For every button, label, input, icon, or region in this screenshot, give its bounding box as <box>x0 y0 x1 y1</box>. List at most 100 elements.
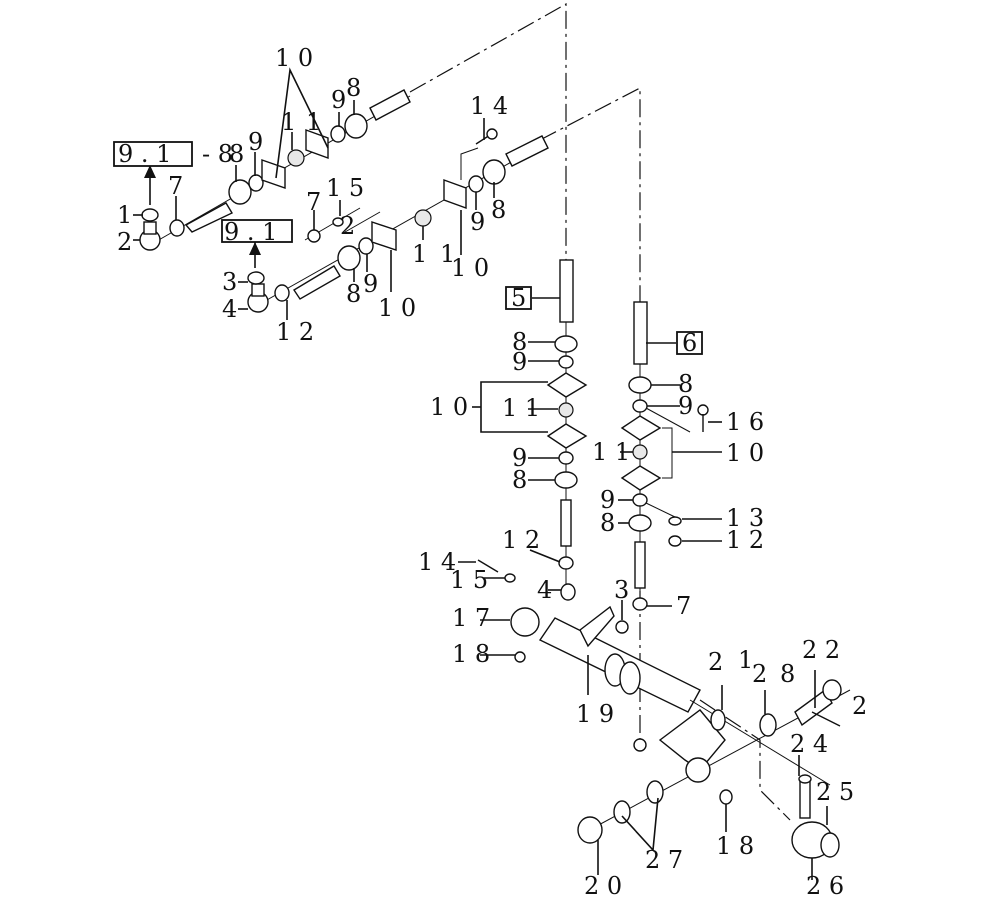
callout-18: 1 8 <box>716 832 754 860</box>
callout-12: 1 2 <box>502 526 540 554</box>
snap-ring-part-12 <box>558 556 574 570</box>
callout-14: 1 4 <box>470 92 508 120</box>
callout-27: 2 7 <box>645 846 683 874</box>
callout-3: 3 <box>614 576 629 604</box>
ball-part-11b <box>414 209 432 227</box>
callout-2: 2 <box>340 212 355 240</box>
bushing-part-8e <box>554 335 578 353</box>
washer-part-27a <box>646 780 664 804</box>
sleeve-part-9 <box>248 174 264 192</box>
sleeve-part-9c <box>358 237 374 255</box>
sleeve-part-9d <box>468 175 484 193</box>
callout-17: 1 7 <box>452 604 490 632</box>
ref-box-9-1-a-text: 9 . 1 <box>118 140 171 168</box>
callout-12: 1 2 <box>726 526 764 554</box>
callout-25: 2 5 <box>816 778 854 806</box>
ball-joint-part-4b <box>560 583 576 601</box>
callout-19: 1 9 <box>576 700 614 728</box>
shaft-collar-b <box>619 661 641 695</box>
plate-part-10d <box>443 179 467 209</box>
washer-part-15 <box>332 217 344 227</box>
callout-8: 8 <box>491 196 506 224</box>
callout-4: 4 <box>537 576 552 604</box>
callout-labels: - 8 1 2 3 4 7 8 9 1 0 1 1 9 8 1 4 7 1 5 … <box>117 44 867 900</box>
bushing-part-8b <box>344 113 368 139</box>
plate-part-10 <box>261 159 286 189</box>
callout-10: 1 0 <box>451 254 489 282</box>
snap-ring-part-7 <box>632 597 648 611</box>
callout-11: 1 <box>412 240 427 268</box>
ref-box-6-text: 6 <box>682 329 697 357</box>
middle-rod-assembly <box>247 128 549 313</box>
ball-part-11 <box>287 149 305 167</box>
callout-15: 1 5 <box>326 174 364 202</box>
callout-2: 2 <box>117 228 132 256</box>
grease-fitting-part-18b <box>719 789 733 805</box>
nut-part-12 <box>274 284 290 302</box>
ref-box-5-text: 5 <box>511 284 526 312</box>
bushing-part-8f <box>554 471 578 489</box>
callout-9: 9 <box>512 444 527 472</box>
ball-joint-stud-b <box>251 283 265 297</box>
axis-line-lower <box>539 87 641 302</box>
nut-part-7b <box>307 229 321 243</box>
axis-lines <box>409 2 791 821</box>
bushing-part-20 <box>577 816 603 844</box>
callout-21-digit-1: 1 <box>738 646 753 674</box>
bolt-part-14b <box>477 559 499 573</box>
callout-3: 3 <box>222 268 237 296</box>
callout-28-digit-2: 2 <box>752 660 767 688</box>
callout-8: 8 <box>346 280 361 308</box>
plate-part-10f <box>546 423 588 449</box>
threaded-sleeve <box>369 89 411 121</box>
callout-4: 4 <box>222 295 237 323</box>
callout-8: 8 <box>229 140 244 168</box>
fork-part-23 <box>658 709 726 771</box>
callout-11: 1 <box>440 240 455 268</box>
callout-21-digit-2: 2 <box>708 648 723 676</box>
pin-part-16 <box>697 404 709 416</box>
callout-22: 2 2 <box>802 636 840 664</box>
callout-16: 1 6 <box>726 408 764 436</box>
range-note: - 8 <box>202 140 233 168</box>
ref-box-9-1-b <box>221 219 293 243</box>
sleeve-part-9b <box>330 125 346 143</box>
callout-1: 1 <box>117 201 132 229</box>
bushing-part-8g <box>628 376 652 394</box>
flange-part-17 <box>510 607 540 637</box>
washer-part-28 <box>759 713 777 737</box>
threaded-sleeve-b <box>505 135 549 167</box>
pin-head-22 <box>822 679 842 701</box>
callout-11: 1 1 <box>502 394 540 422</box>
callout-8: 8 <box>512 328 527 356</box>
cotter-pin-part-24 <box>811 711 841 727</box>
fork-hub <box>685 757 711 783</box>
reference-boxes: 9 . 1 9 . 1 5 6 <box>113 140 703 357</box>
callout-8: 8 <box>346 74 361 102</box>
callout-18: 1 8 <box>452 640 490 668</box>
sleeve-part-9e <box>558 355 574 369</box>
callout-10: 1 0 <box>378 294 416 322</box>
threaded-rod-b <box>293 265 341 300</box>
callout-7: 7 <box>676 592 691 620</box>
callout-9: 9 <box>248 128 263 156</box>
washer-part-27b <box>613 800 631 824</box>
nut-part-3 <box>615 620 629 634</box>
leader-lines <box>133 67 828 880</box>
bolt-head-14 <box>486 128 498 140</box>
callout-10: 1 0 <box>275 44 313 72</box>
snap-ring-part-12b <box>668 535 682 547</box>
threaded-rod <box>184 202 233 233</box>
callout-13: 1 3 <box>726 504 764 532</box>
rod-ref-5 <box>559 259 574 323</box>
callout-11: 1 <box>306 108 321 136</box>
callout-26: 2 6 <box>806 872 844 900</box>
callout-15: 1 5 <box>450 566 488 594</box>
ref-box-6 <box>676 331 703 355</box>
ball-part-11c <box>558 402 574 418</box>
callout-23: 2 <box>852 692 867 720</box>
ref-box-9-1-b-text: 9 . 1 <box>224 218 277 246</box>
callout-7: 7 <box>168 172 183 200</box>
plate-part-10c <box>371 221 397 251</box>
